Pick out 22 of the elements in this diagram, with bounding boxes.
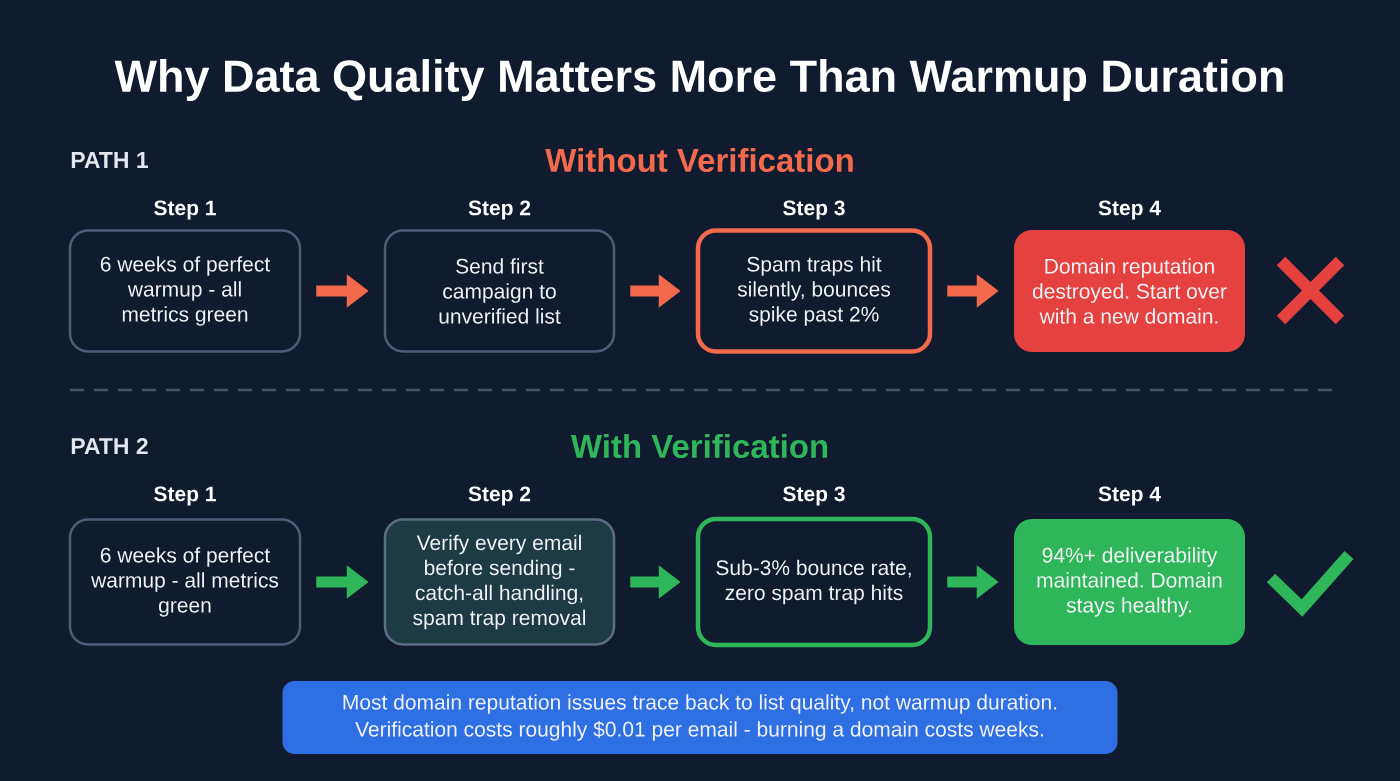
path-label: PATH 1 (71, 152, 148, 168)
step-box: 6 weeks of perfect warmup - all metrics green (68, 229, 302, 353)
step-heading: Step 4 (1098, 200, 1161, 220)
step-heading: Step 2 (468, 200, 531, 220)
section-heading: Without Verification (545, 147, 853, 173)
step-box: Spam traps hit silently, bounces spike past 2% (695, 228, 933, 354)
step-heading: Step 1 (154, 200, 216, 220)
title: Why Data Quality Matters More Than Warmup Duration (114, 59, 1283, 101)
step-heading: Step 1 (154, 486, 216, 506)
section-heading: With Verification (570, 433, 828, 459)
step-box: Send first campaign to unverified list (383, 229, 616, 353)
step-heading: Step 3 (783, 486, 845, 506)
step-box: Domain reputation destroyed. Start over with a new domain. (1014, 230, 1245, 352)
step-heading: Step 3 (783, 200, 845, 220)
step-box: 6 weeks of perfect warmup - all metrics green (68, 518, 302, 646)
path-label: PATH 2 (71, 437, 148, 455)
step-box: 94%+ deliverability maintained. Domain stays healthy. (1014, 519, 1245, 645)
callout-box: Most domain reputation issues trace back to list quality, not warmup duration. Verification costs roughly $0.01 per email - burning a domain costs weeks. (282, 681, 1118, 754)
step-box: Sub-3% bounce rate, zero spam trap hits (695, 516, 933, 648)
step-box: Verify every email before sending - catch-all handling, spam trap removal (383, 518, 616, 646)
step-heading: Step 4 (1098, 486, 1161, 506)
step-heading: Step 2 (468, 486, 531, 506)
